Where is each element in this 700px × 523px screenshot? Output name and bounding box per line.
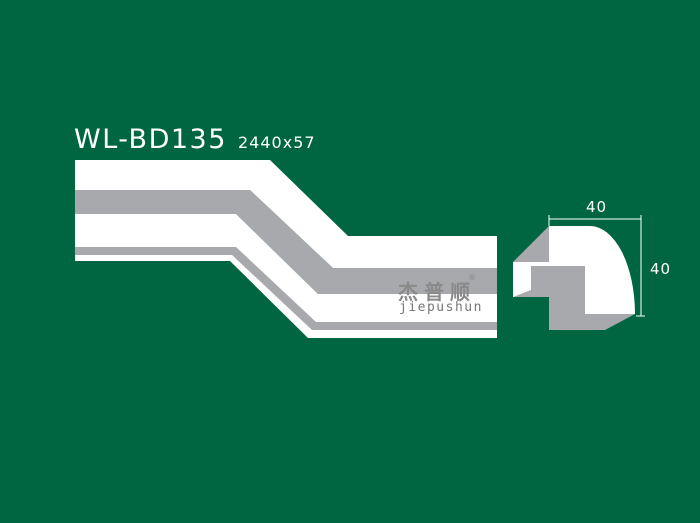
- product-model: WL-BD135: [74, 124, 227, 155]
- dimension-lines: [548, 215, 645, 317]
- moulding-face-lower: [75, 214, 497, 338]
- section-step-face: [513, 262, 549, 297]
- height-dimension-label: 40: [650, 260, 672, 278]
- moulding-elevation: [75, 160, 497, 338]
- cross-section: [513, 226, 635, 330]
- watermark-english: jiepushun: [399, 300, 483, 315]
- watermark-chinese: 杰普顺: [398, 280, 476, 304]
- watermark-registered-mark: ®: [468, 273, 476, 282]
- product-size: 2440x57: [238, 133, 316, 152]
- section-shadow-face: [513, 226, 585, 330]
- section-shadow-strip: [549, 314, 635, 330]
- width-dimension-label: 40: [586, 198, 608, 216]
- moulding-face-top: [75, 160, 497, 268]
- section-white-face: [549, 226, 635, 314]
- product-title: WL-BD135 2440x57: [74, 124, 316, 155]
